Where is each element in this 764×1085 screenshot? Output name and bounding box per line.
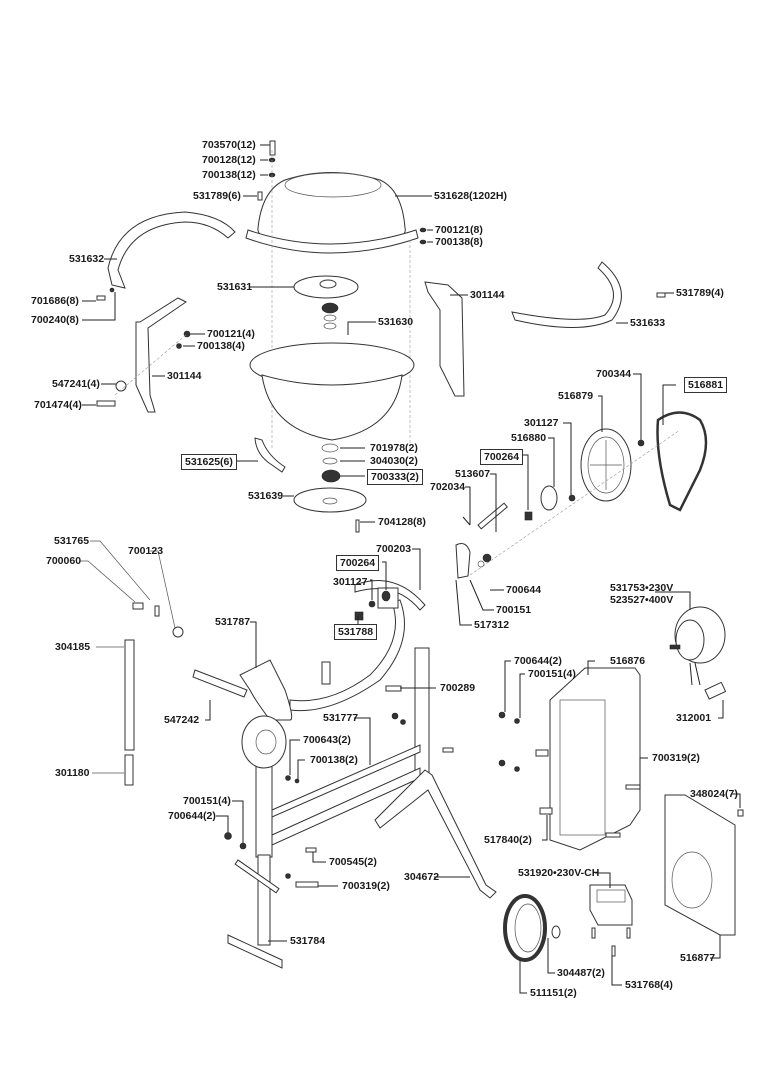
part-label: 700151 — [496, 604, 532, 616]
part-label: 301144 — [470, 289, 505, 301]
part-label: 700151(4) — [183, 795, 231, 807]
part-label: 516880 — [511, 432, 547, 444]
part-label: 700121(4) — [207, 328, 255, 340]
ring-support-left — [107, 211, 236, 289]
motor-cover — [664, 794, 744, 936]
part-label: 304030(2) — [370, 455, 418, 467]
part-label: 700138(8) — [435, 236, 483, 248]
shaft-parts — [455, 502, 533, 579]
part-label: 531789(6) — [193, 190, 241, 202]
wheel — [503, 894, 561, 962]
side-bracket-left — [135, 297, 187, 413]
part-label: 700644(2) — [514, 655, 562, 667]
part-label: 531777 — [323, 712, 359, 724]
part-label: 301127 — [333, 576, 368, 588]
part-label: 547241(4) — [52, 378, 100, 390]
part-label: 700128(12) — [202, 154, 256, 166]
mixing-paddle — [254, 437, 286, 473]
part-label: 312001 — [676, 712, 712, 724]
part-label: 700123 — [128, 545, 164, 557]
part-label: 700138(12) — [202, 169, 256, 181]
part-label: 700644(2) — [168, 810, 216, 822]
part-label-boxed: 700333(2) — [367, 469, 423, 485]
part-label: 531789(4) — [676, 287, 724, 299]
pulley-assembly — [469, 411, 708, 576]
part-label: 700643(2) — [303, 734, 351, 746]
part-label: 700319(2) — [652, 752, 700, 764]
part-label: 700289 — [440, 682, 476, 694]
part-label: 531632 — [69, 253, 105, 265]
part-label: 704128(8) — [378, 516, 426, 528]
part-label: 531753•230V — [610, 582, 674, 594]
part-label: 304185 — [55, 641, 91, 653]
part-label: 304487(2) — [557, 967, 605, 979]
part-label: 701978(2) — [370, 442, 418, 454]
part-label: 531920•230V-CH — [518, 867, 600, 879]
part-label-boxed: 700264 — [480, 449, 524, 465]
side-bracket-right — [424, 281, 465, 397]
left-misc-parts — [124, 602, 184, 786]
frame — [241, 647, 454, 858]
part-label: 531633 — [630, 317, 666, 329]
part-label: 700151(4) — [528, 668, 576, 680]
part-label: 301127 — [524, 417, 559, 429]
drum-bottom-bowl — [249, 342, 415, 441]
motor — [669, 606, 727, 700]
part-label: 531631 — [217, 281, 253, 293]
part-label-boxed: 531625(6) — [181, 454, 237, 470]
part-label-boxed: 516881 — [684, 377, 728, 393]
part-label: 700240(8) — [31, 314, 79, 326]
part-label: 700121(8) — [435, 224, 483, 236]
lower-bearings — [293, 443, 367, 533]
part-label: 517312 — [474, 619, 510, 631]
left-fasteners — [96, 287, 191, 407]
part-label: 516879 — [558, 390, 594, 402]
part-label: 348024(7) — [690, 788, 738, 800]
part-label: 700203 — [376, 543, 412, 555]
part-label: 516877 — [680, 952, 716, 964]
part-label: 531787 — [215, 616, 251, 628]
part-label: 304672 — [404, 871, 440, 883]
part-label: 702034 — [430, 481, 466, 493]
part-label: 703570(12) — [202, 139, 256, 151]
part-label: 531784 — [290, 935, 326, 947]
part-label: 700344 — [596, 368, 632, 380]
part-label: 700138(2) — [310, 754, 358, 766]
part-label: 701474(4) — [34, 399, 82, 411]
part-label: 531639 — [248, 490, 284, 502]
part-label: 517840(2) — [484, 834, 532, 846]
gasket-plate — [293, 275, 359, 330]
part-label: 547242 — [164, 714, 200, 726]
stand-leg — [224, 832, 319, 969]
part-label: 531765 — [54, 535, 90, 547]
part-label: 531628(1202H) — [434, 190, 507, 202]
part-label-boxed: 531788 — [334, 624, 378, 640]
part-label: 700138(4) — [197, 340, 245, 352]
part-label: 513607 — [455, 468, 491, 480]
drum-top-cone — [245, 172, 419, 254]
part-label: 700545(2) — [329, 856, 377, 868]
part-label: 700644 — [506, 584, 542, 596]
part-label: 523527•400V — [610, 594, 674, 606]
switch-box — [589, 884, 633, 957]
a-frame-stand — [374, 769, 497, 899]
ring-support-right — [511, 261, 622, 328]
part-label: 511151(2) — [530, 987, 577, 999]
part-label: 531768(4) — [625, 979, 673, 991]
part-label: 516876 — [610, 655, 646, 667]
motor-housing — [498, 667, 641, 851]
handle-arm — [289, 580, 426, 712]
part-label: 700319(2) — [342, 880, 390, 892]
part-label: 701686(8) — [31, 295, 79, 307]
part-label: 531630 — [378, 316, 414, 328]
part-label: 700060 — [46, 555, 82, 567]
part-label: 301144 — [167, 370, 202, 382]
part-label: 301180 — [55, 767, 90, 779]
part-label-boxed: 700264 — [336, 555, 380, 571]
drive-tube — [192, 659, 331, 721]
screw-531789 — [656, 292, 666, 298]
